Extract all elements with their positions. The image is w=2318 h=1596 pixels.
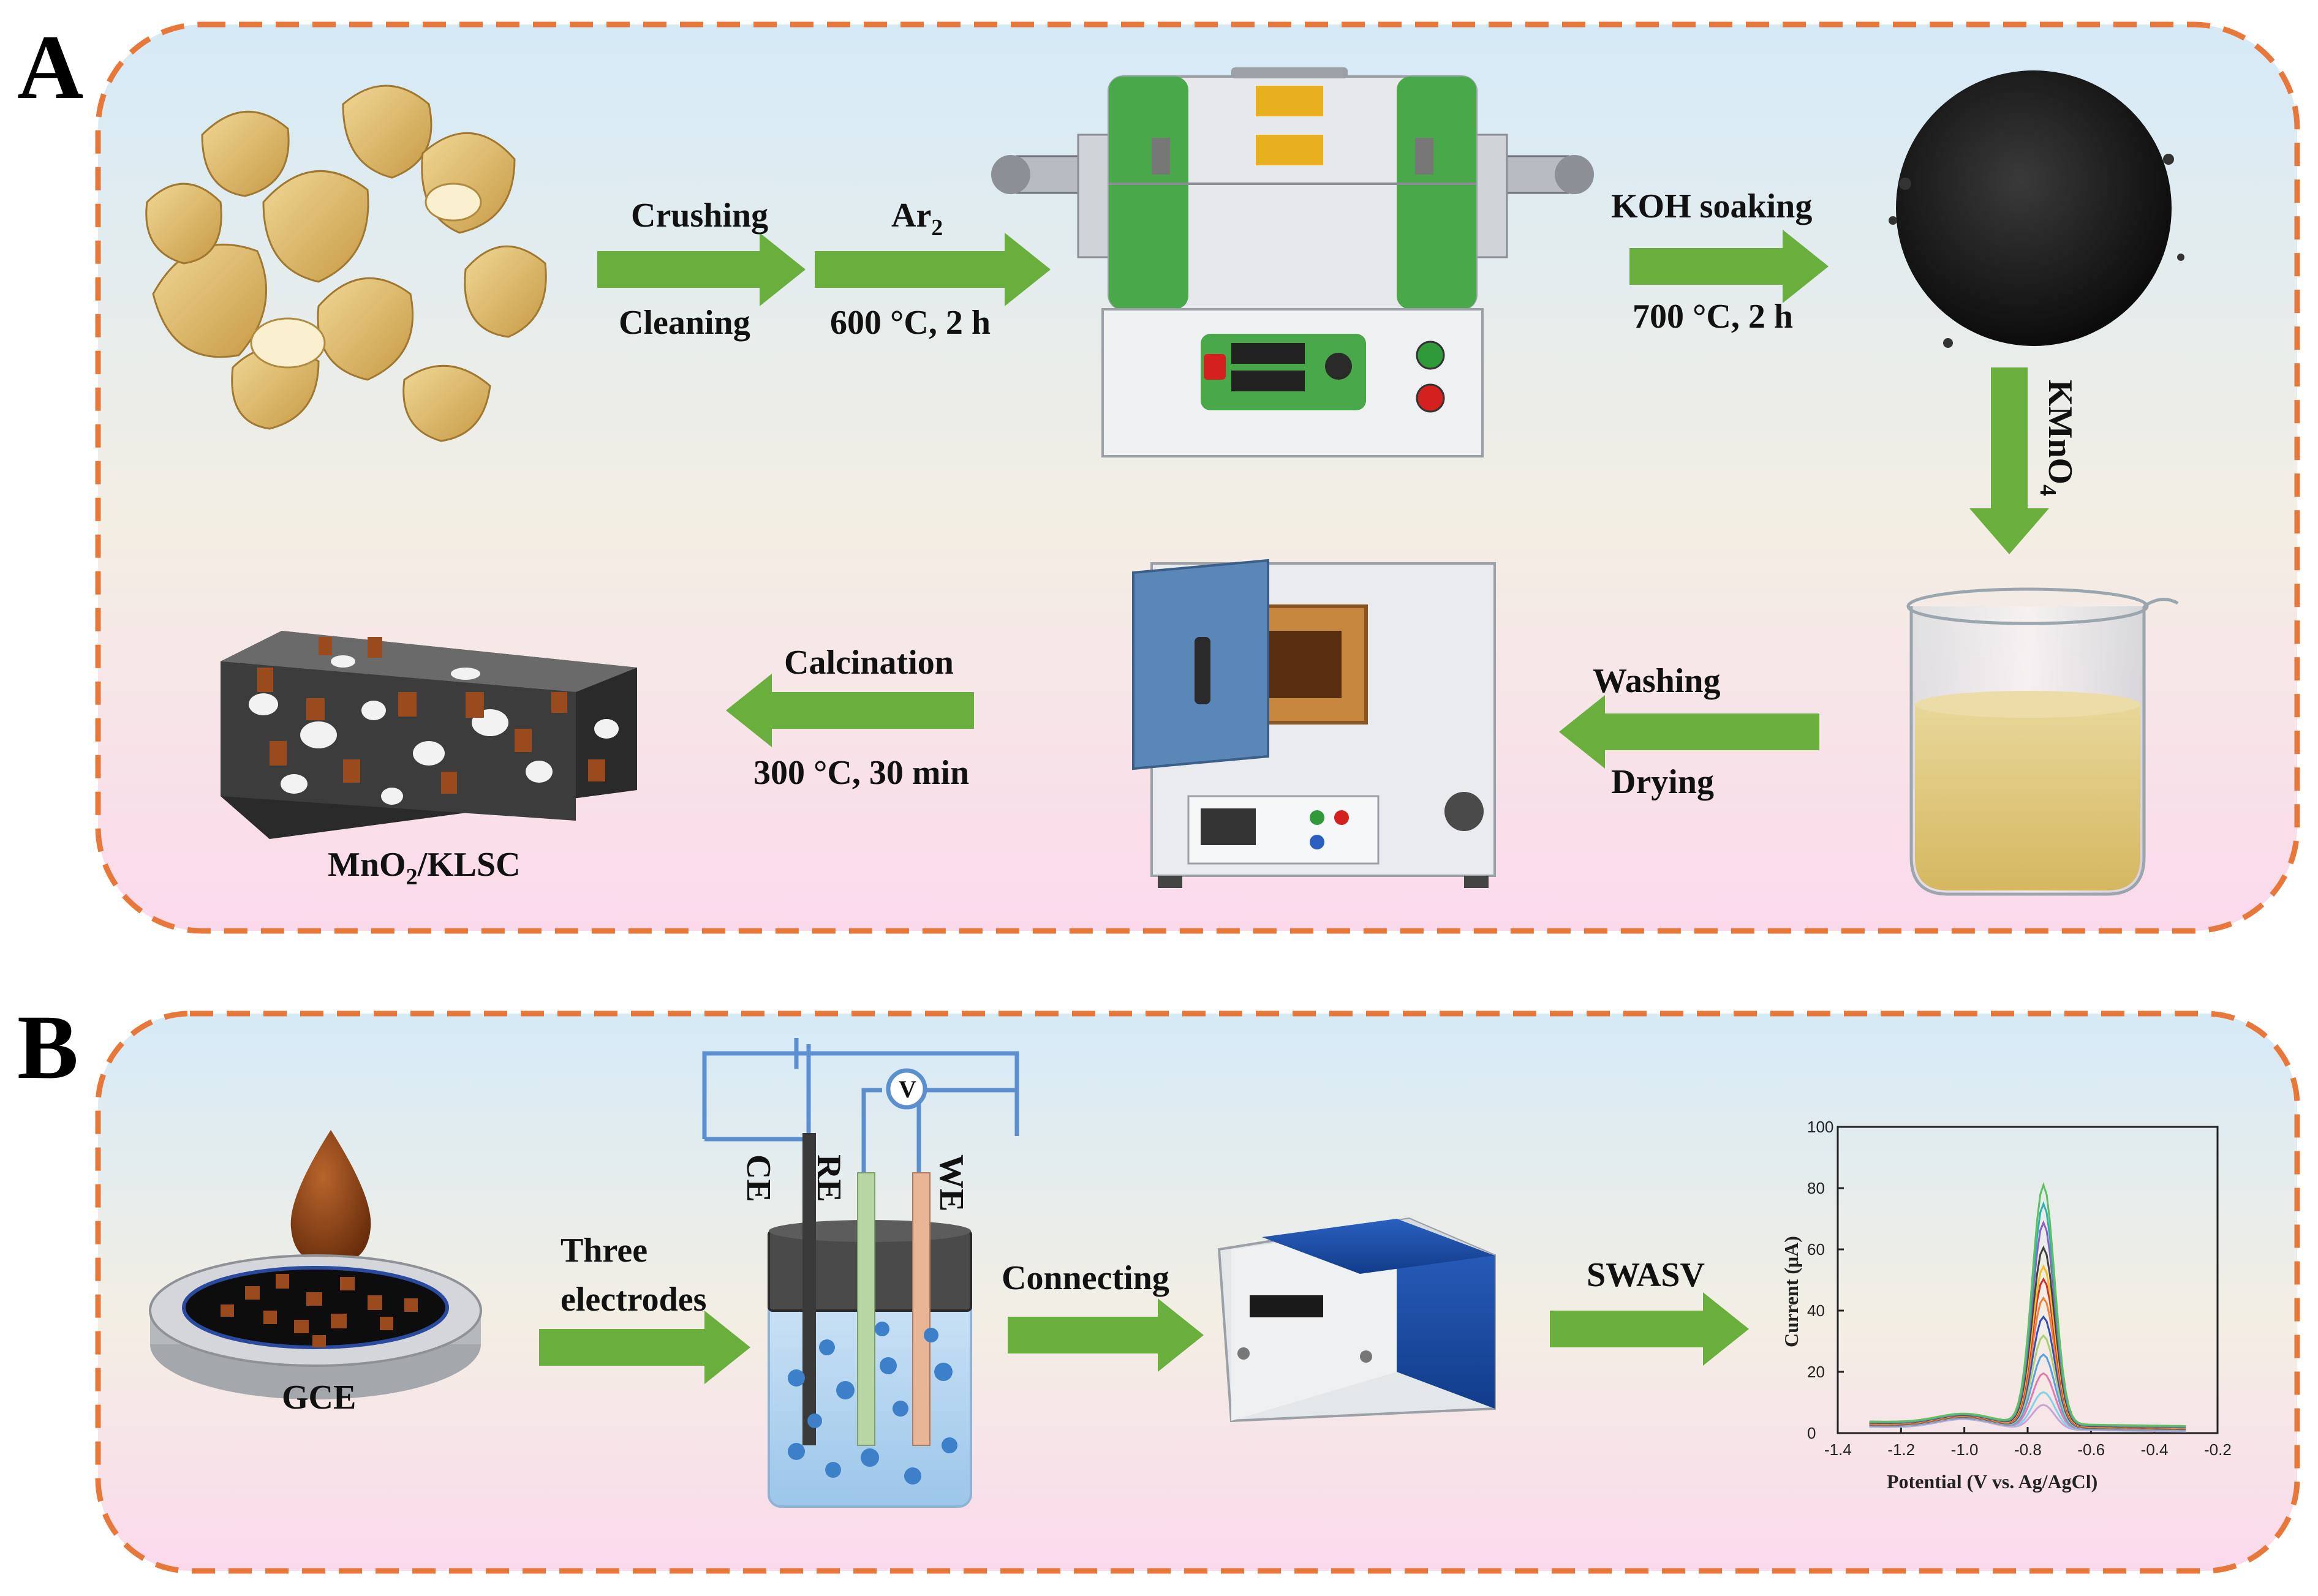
label-electrodes: electrodes	[561, 1281, 706, 1319]
chart-y-tick-label: 80	[1807, 1179, 1825, 1197]
arrow-crushing	[597, 233, 806, 306]
chart-x-tick-label: -0.6	[2077, 1440, 2105, 1459]
label-ar2: Ar2	[891, 197, 943, 241]
chart-y-tick-label: 20	[1807, 1363, 1825, 1381]
label-calcination: Calcination	[784, 644, 954, 682]
label-ce: CE	[739, 1154, 777, 1202]
label-cleaning: Cleaning	[619, 304, 750, 342]
chart-series-line	[1869, 1182, 2186, 1427]
panel-b-frame	[95, 1011, 2300, 1574]
swasv-chart: Potential (V vs. Ag/AgCl) Current (μA) -…	[1780, 1118, 2232, 1492]
panel-a-letter: A	[17, 17, 83, 118]
chart-y-tick-label: 0	[1807, 1424, 1816, 1442]
arrow-calcination	[726, 674, 974, 747]
label-300c: 300 °C, 30 min	[753, 754, 969, 792]
chart-x-tick-label: -1.2	[1887, 1440, 1915, 1459]
label-connecting: Connecting	[1002, 1259, 1169, 1297]
chart-x-tick-label: -1.0	[1951, 1440, 1979, 1459]
arrow-washing	[1559, 695, 1819, 769]
label-kmno4: KMnO4	[2035, 380, 2079, 496]
label-re: RE	[810, 1154, 848, 1202]
electrochemical-cell-image: V	[702, 1038, 1019, 1508]
arrow-swasv	[1550, 1292, 1749, 1366]
arrow-three-electrodes	[539, 1311, 750, 1384]
chart-x-axis-label: Potential (V vs. Ag/AgCl)	[1887, 1470, 2097, 1492]
panel-a: A Crushing Cleaning Ar2 600 °C, 2 h	[17, 17, 2300, 934]
chart-x-tick-label: -1.4	[1824, 1440, 1852, 1459]
label-three: Three	[561, 1232, 647, 1270]
gce-electrode-image	[149, 1254, 482, 1399]
droplet-icon	[290, 1130, 371, 1265]
chart-x-tick-label: -0.4	[2141, 1440, 2169, 1459]
label-washing: Washing	[1593, 662, 1721, 700]
chart-x-tick-label: -0.8	[2014, 1440, 2042, 1459]
label-drying: Drying	[1611, 763, 1714, 801]
label-swasv: SWASV	[1587, 1256, 1705, 1294]
panel-b: B GCE Three electrodes	[17, 996, 2300, 1574]
label-koh-soaking: KOH soaking	[1611, 187, 1812, 225]
chart-y-tick-label: 60	[1807, 1240, 1825, 1259]
muffle-furnace-image	[1132, 559, 1496, 888]
tube-furnace-image	[991, 67, 1594, 457]
arrow-kmno4	[1969, 367, 2049, 554]
arrow-koh	[1629, 230, 1829, 303]
electrochemical-workstation-image	[1217, 1217, 1496, 1423]
arrow-pyrolysis	[815, 233, 1051, 306]
label-gce: GCE	[282, 1379, 356, 1417]
chart-y-axis-label: Current (μA)	[1780, 1236, 1802, 1347]
arrow-connecting	[1008, 1298, 1204, 1372]
voltmeter-icon	[886, 1068, 927, 1110]
chart-y-tick-label: 40	[1807, 1301, 1825, 1320]
label-voltmeter: V	[899, 1075, 916, 1103]
chart-y-tick-label: 100	[1807, 1118, 1833, 1136]
carbon-powder-image	[1889, 70, 2184, 348]
label-we: WE	[932, 1154, 970, 1211]
beaker-image	[1906, 587, 2179, 896]
panel-b-letter: B	[17, 996, 78, 1098]
label-600c: 600 °C, 2 h	[830, 304, 991, 342]
mno2-klsc-block-image	[221, 631, 637, 839]
label-crushing: Crushing	[631, 197, 768, 235]
longan-shells-image	[145, 85, 547, 442]
label-700c: 700 °C, 2 h	[1633, 298, 1793, 336]
chart-x-tick-label: -0.2	[2204, 1440, 2232, 1459]
label-mno2-klsc: MnO2/KLSC	[328, 846, 521, 890]
